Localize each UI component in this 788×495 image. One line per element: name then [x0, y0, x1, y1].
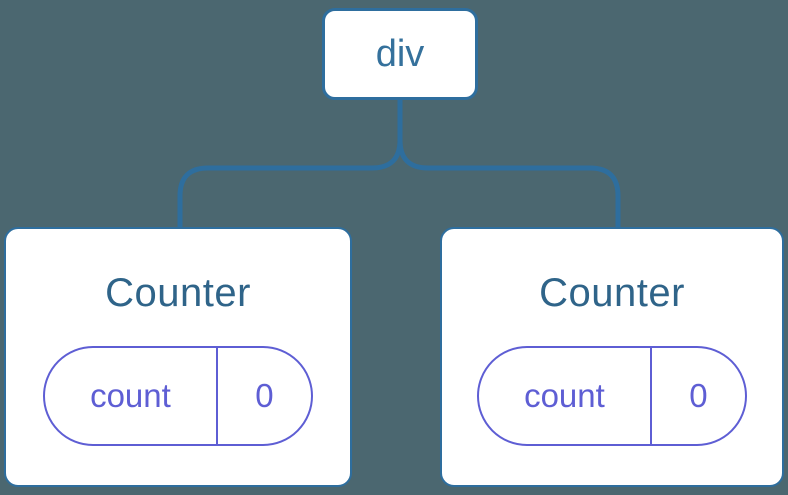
- component-title: Counter: [539, 271, 685, 315]
- state-pill: count 0: [43, 346, 313, 446]
- state-key-cell: count: [45, 348, 218, 444]
- state-pill: count 0: [477, 346, 747, 446]
- state-key-cell: count: [479, 348, 652, 444]
- connector-left-branch: [177, 98, 403, 228]
- state-value-cell: 0: [652, 348, 745, 444]
- state-key: count: [524, 377, 605, 414]
- state-value: 0: [689, 377, 708, 414]
- connector-right-branch: [397, 98, 621, 228]
- component-title: Counter: [105, 271, 251, 315]
- state-value: 0: [255, 377, 274, 414]
- state-key: count: [90, 377, 171, 414]
- tree-node-root: div: [322, 8, 478, 100]
- root-node-label: div: [375, 32, 425, 75]
- state-value-cell: 0: [218, 348, 311, 444]
- tree-node-counter-right: Counter count 0: [440, 227, 784, 487]
- tree-node-counter-left: Counter count 0: [4, 227, 352, 487]
